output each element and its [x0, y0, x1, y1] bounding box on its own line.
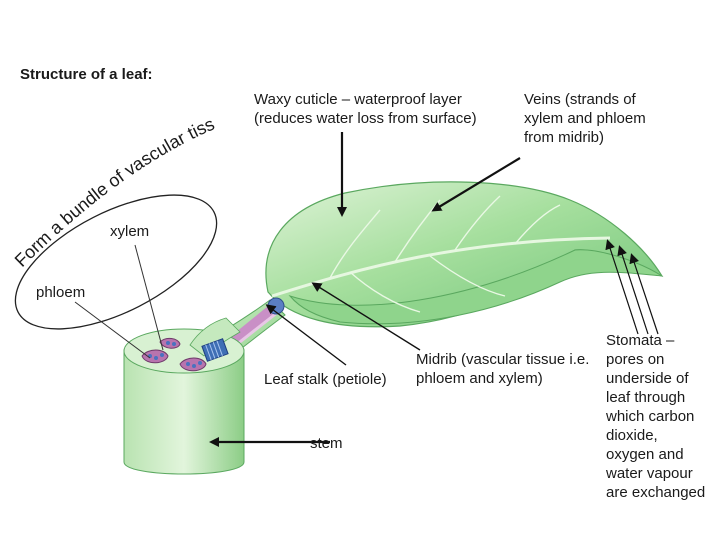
petiole-label: Leaf stalk (petiole)	[264, 371, 387, 388]
stomata-label-line-3: underside of	[606, 370, 689, 387]
veins-label-line-2: xylem and phloem	[524, 110, 646, 127]
stomata-label: Stomata – pores on underside of leaf thr…	[606, 331, 705, 502]
petiole-arrow	[265, 304, 347, 366]
stomata-label-line-8: water vapour	[606, 465, 693, 482]
stem-bundle-xylem	[201, 338, 229, 362]
midrib-arrow	[311, 282, 421, 351]
label-ellipse	[14, 194, 218, 330]
veins-label: Veins (strands of xylem and phloem from …	[524, 90, 646, 147]
stem-bundle-phloem-2	[159, 337, 181, 349]
midrib-label: Midrib (vascular tissue i.e. phloem and …	[416, 350, 589, 388]
stomata-label-line-9: are exchanged	[606, 484, 706, 501]
veins-arrow	[431, 157, 521, 212]
stomata-arrow-1	[605, 239, 639, 335]
cuticle-label-line-1: Waxy cuticle – waterproof layer	[254, 91, 462, 108]
phloem-label: phloem	[36, 284, 86, 301]
vascular-bundle-arc-text: Form a bundle of vascular tissue	[0, 0, 217, 271]
cuticle-label-line-2: (reduces water loss from surface)	[254, 110, 477, 127]
xylem-label: xylem	[110, 223, 150, 240]
stomata-label-line-5: which carbon	[606, 408, 695, 425]
stomata-label-line-4: leaf through	[606, 389, 686, 406]
stomata-label-line-2: pores on	[606, 351, 665, 368]
diagram-title: Structure of a leaf:	[20, 66, 153, 83]
xylem-pointer-line	[134, 244, 164, 351]
stomata-arrow-3	[629, 253, 659, 335]
leaf-underside	[288, 249, 663, 325]
stem-label: stem	[310, 435, 343, 452]
phloem-pointer-line	[74, 301, 151, 359]
veins-label-line-1: Veins (strands of	[524, 91, 636, 108]
stomata-label-line-7: oxygen and	[606, 446, 684, 463]
stomata-label-line-1: Stomata –	[606, 332, 675, 349]
stomata-label-line-6: dioxide,	[606, 427, 658, 444]
stem-vascular-bundles	[141, 337, 229, 372]
cuticle-label: Waxy cuticle – waterproof layer (reduces…	[254, 90, 477, 128]
veins-label-line-3: from midrib)	[524, 129, 605, 146]
midrib-label-line-2: phloem and xylem)	[416, 370, 543, 387]
midrib-label-line-1: Midrib (vascular tissue i.e.	[416, 351, 590, 368]
leaf-midrib	[271, 236, 611, 298]
stomata-arrow-2	[617, 245, 649, 335]
leaf-blade	[265, 181, 664, 328]
